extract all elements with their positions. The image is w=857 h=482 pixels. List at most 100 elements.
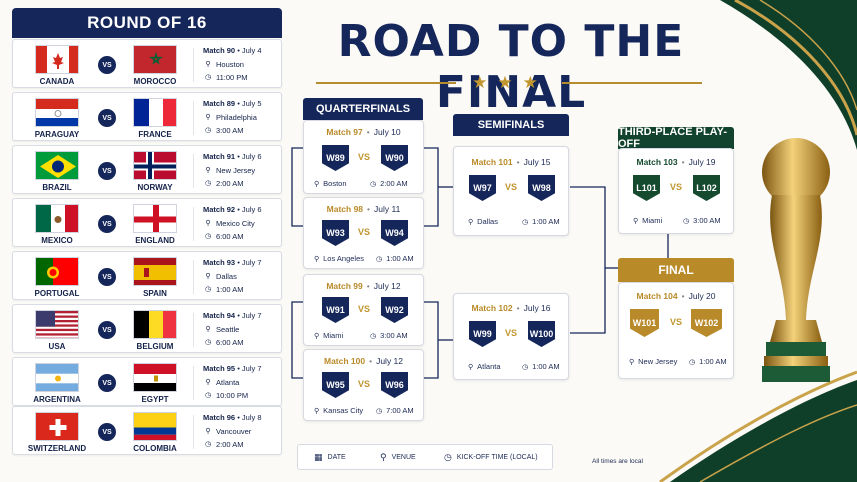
colombia-flag xyxy=(133,412,177,441)
canada-flag xyxy=(35,45,79,74)
match-line: Match 99•July 12 xyxy=(326,281,401,291)
usa-flag xyxy=(35,310,79,339)
team-slot: W92 xyxy=(381,297,408,323)
match-line: Match 100•July 12 xyxy=(323,356,404,366)
qf-match-card[interactable]: Match 98•July 11 W93 VS W94 ⚲Los Angeles… xyxy=(303,197,424,269)
vs-badge: VS xyxy=(98,109,116,127)
pin-icon: ⚲ xyxy=(205,60,211,68)
switzerland-flag xyxy=(35,412,79,441)
divider xyxy=(193,207,194,241)
star-icons: ★★★ xyxy=(472,73,548,92)
trophy-icon xyxy=(762,138,830,382)
clock-icon: ◷ xyxy=(204,286,212,293)
match-line: Match 101•July 15 xyxy=(471,157,551,167)
r16-match-card[interactable]: CANADA VS MOROCCO Match 90 • July 4 ⚲Hou… xyxy=(12,39,282,88)
pin-icon: ⚲ xyxy=(205,219,211,227)
sf-match-card[interactable]: Match 102•July 16 W99 VS W100 ⚲Atlanta ◷… xyxy=(453,293,569,380)
vs-label: VS xyxy=(670,317,683,327)
legend-venue: ⚲VENUE xyxy=(380,451,416,462)
vs-label: VS xyxy=(505,328,518,338)
kickoff-time: ◷3:00 AM xyxy=(370,331,408,340)
pin-icon: ⚲ xyxy=(205,113,211,121)
pin-icon: ⚲ xyxy=(205,427,211,435)
belgium-flag xyxy=(133,310,177,339)
france-flag xyxy=(133,98,177,127)
divider xyxy=(193,366,194,400)
kickoff-time: ◷7:00 AM xyxy=(376,406,414,415)
r16-match-card[interactable]: MEXICO VS ENGLAND Match 92 • July 6 ⚲Mex… xyxy=(12,198,282,247)
qf-match-card[interactable]: Match 99•July 12 W91 VS W92 ⚲Miami ◷3:00… xyxy=(303,274,424,346)
clock-icon: ◷ xyxy=(204,392,212,399)
team-left: ARGENTINA xyxy=(33,395,81,404)
title-rule-left xyxy=(316,82,456,84)
team-right: SPAIN xyxy=(143,289,167,298)
venue: ⚲Kansas City xyxy=(314,406,364,415)
semifinals-header: SEMIFINALS xyxy=(453,114,569,136)
clock-icon: ◷ xyxy=(376,407,383,415)
pin-icon: ⚲ xyxy=(314,180,320,188)
r16-match-card[interactable]: PORTUGAL VS SPAIN Match 93 • July 7 ⚲Dal… xyxy=(12,251,282,300)
vs-label: VS xyxy=(358,227,371,237)
clock-icon: ◷ xyxy=(204,127,212,134)
vs-badge: VS xyxy=(98,268,116,286)
qf-match-card[interactable]: Match 100•July 12 W95 VS W96 ⚲Kansas Cit… xyxy=(303,349,424,421)
kickoff-time: ◷1:00 AM xyxy=(522,217,560,226)
pin-icon: ⚲ xyxy=(314,407,320,415)
team-left: MEXICO xyxy=(41,236,73,245)
team-slot: W102 xyxy=(691,309,722,337)
venue: ⚲New Jersey xyxy=(629,357,678,366)
divider xyxy=(193,313,194,347)
team-slot: W91 xyxy=(322,297,349,323)
vs-badge: VS xyxy=(98,321,116,339)
r16-match-card[interactable]: BRAZIL VS NORWAY Match 91 • July 6 ⚲New … xyxy=(12,145,282,194)
team-right: COLOMBIA xyxy=(133,444,177,453)
team-slot: W98 xyxy=(528,175,555,201)
clock-icon: ◷ xyxy=(370,180,377,188)
clock-icon: ◷ xyxy=(204,180,212,187)
portugal-flag xyxy=(35,257,79,286)
match-line: Match 103•July 19 xyxy=(636,157,716,167)
round-of-16-header: ROUND OF 16 xyxy=(12,8,282,38)
team-left: PORTUGAL xyxy=(34,289,80,298)
vs-badge: VS xyxy=(98,423,116,441)
r16-match-card[interactable]: USA VS BELGIUM Match 94 • July 7 ⚲Seattl… xyxy=(12,304,282,353)
third-place-match-card[interactable]: Match 103•July 19 L101 VS L102 ⚲Miami ◷3… xyxy=(618,148,734,234)
team-slot: L102 xyxy=(693,175,720,201)
team-right: NORWAY xyxy=(137,183,173,192)
match-info: Match 95 • July 7 ⚲Atlanta ◷10:00 PM xyxy=(203,362,283,403)
kickoff-time: ◷1:00 AM xyxy=(376,254,414,263)
clock-icon: ◷ xyxy=(683,217,690,225)
team-left: PARAGUAY xyxy=(34,130,80,139)
r16-match-card[interactable]: SWITZERLAND VS COLOMBIA Match 96 • July … xyxy=(12,406,282,455)
team-right: MOROCCO xyxy=(133,77,177,86)
mexico-flag xyxy=(35,204,79,233)
divider xyxy=(193,154,194,188)
r16-match-card[interactable]: PARAGUAY VS FRANCE Match 89 • July 5 ⚲Ph… xyxy=(12,92,282,141)
third-place-header: THIRD-PLACE PLAY-OFF xyxy=(618,126,734,150)
clock-icon: ◷ xyxy=(376,255,383,263)
team-slot: W100 xyxy=(528,321,555,347)
clock-icon: ◷ xyxy=(689,358,696,366)
team-slot: W93 xyxy=(322,220,349,246)
sf-match-card[interactable]: Match 101•July 15 W97 VS W98 ⚲Dallas ◷1:… xyxy=(453,146,569,236)
kickoff-time: ◷3:00 AM xyxy=(683,216,721,225)
qf-match-card[interactable]: Match 97•July 10 W89 VS W90 ⚲Boston ◷2:0… xyxy=(303,120,424,194)
r16-match-card[interactable]: ARGENTINA VS EGYPT Match 95 • July 7 ⚲At… xyxy=(12,357,282,406)
pin-icon: ⚲ xyxy=(633,217,639,225)
match-line: Match 102•July 16 xyxy=(471,303,551,313)
venue: ⚲Miami xyxy=(633,216,663,225)
team-right: BELGIUM xyxy=(136,342,174,351)
kickoff-time: ◷1:00 AM xyxy=(522,362,560,371)
team-right: ENGLAND xyxy=(135,236,175,245)
team-slot: W94 xyxy=(381,220,408,246)
legend-kickoff: ◷KICK-OFF TIME (LOCAL) xyxy=(444,451,538,462)
final-match-card[interactable]: Match 104•July 20 W101 VS W102 ⚲New Jers… xyxy=(618,282,734,379)
argentina-flag xyxy=(35,363,79,392)
vs-label: VS xyxy=(358,152,371,162)
kickoff-time: ◷2:00 AM xyxy=(370,179,408,188)
norway-flag xyxy=(133,151,177,180)
match-info: Match 94 • July 7 ⚲Seattle ◷6:00 AM xyxy=(203,309,283,350)
pin-icon: ⚲ xyxy=(314,255,320,263)
team-right: EGYPT xyxy=(141,395,169,404)
